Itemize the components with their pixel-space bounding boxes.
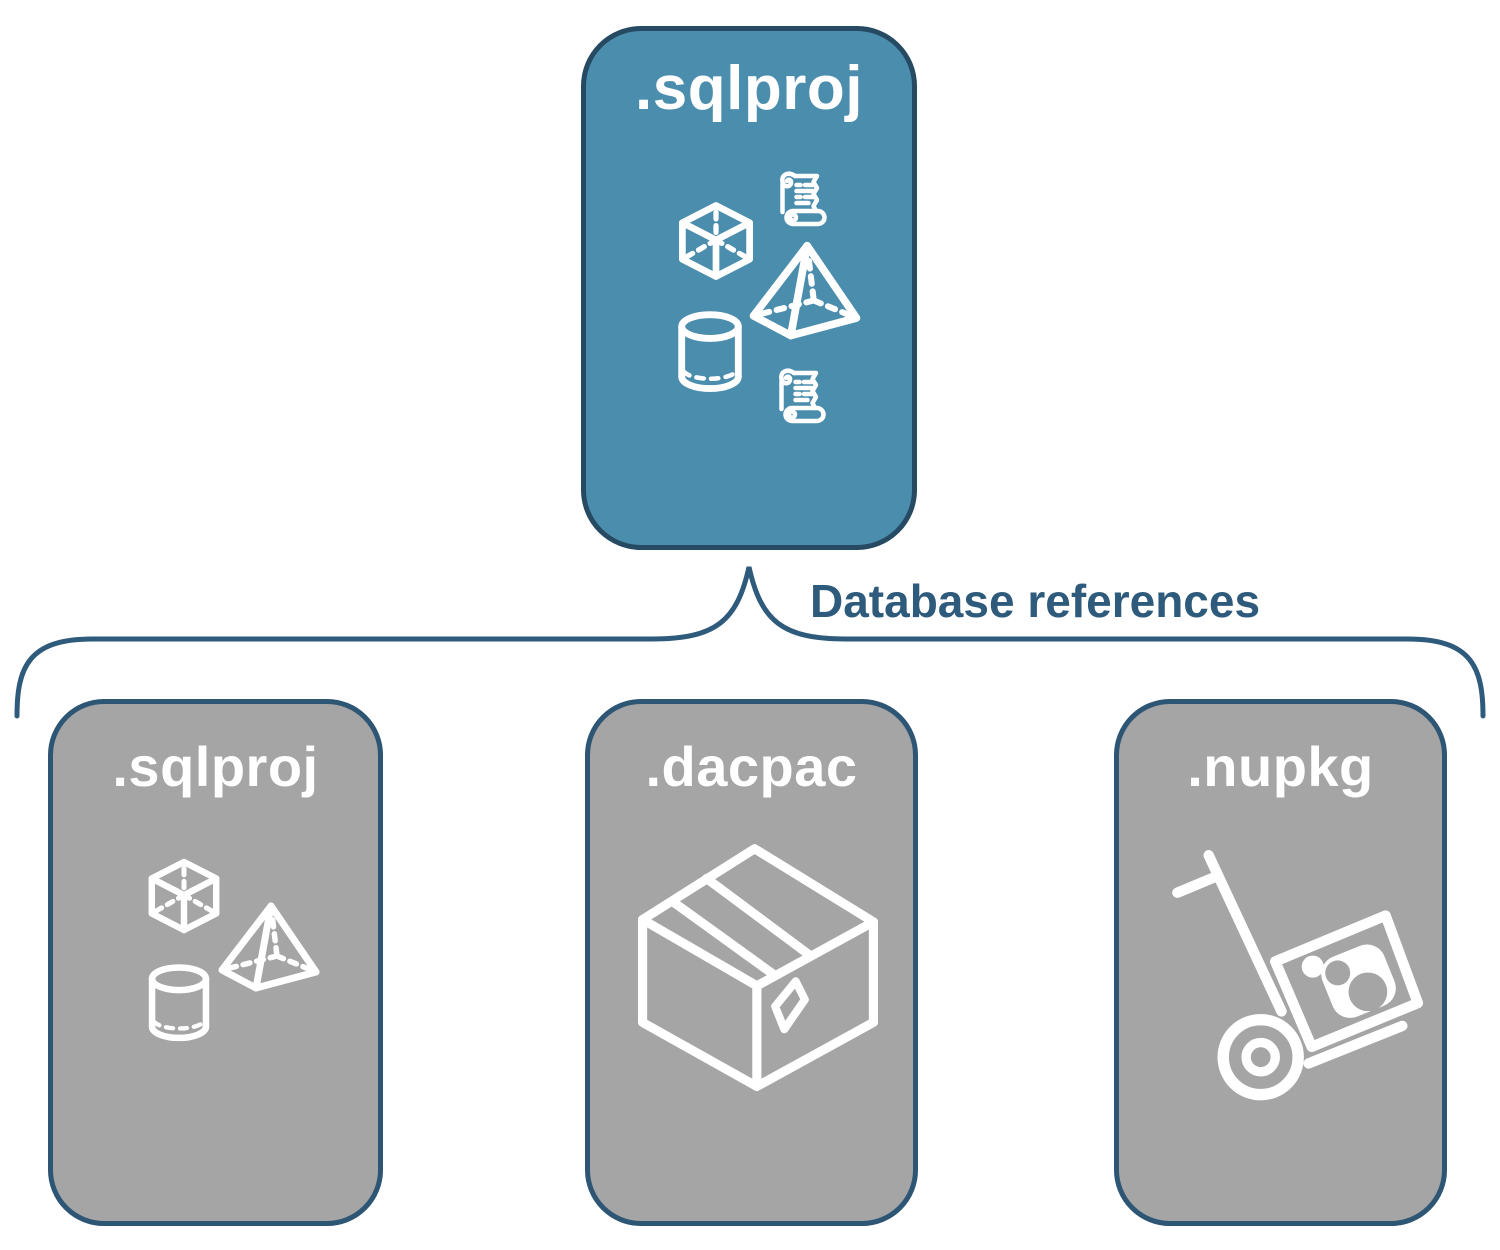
cylinder-icon [148,964,210,1042]
cube-icon [679,202,753,280]
connector-label: Database references [810,575,1261,627]
script-scroll-icon [779,368,826,424]
nuget-hand-truck-icon [1172,850,1424,1101]
root-sqlproj-card: .sqlproj [581,26,917,550]
package-box-icon [638,844,878,1091]
cylinder-icon [678,311,742,392]
cube-icon [148,858,220,934]
child-card-title: .dacpac [645,735,858,798]
child-card-title: .sqlproj [112,735,319,798]
pyramid-icon [749,241,861,340]
child-card-title: .nupkg [1187,735,1374,798]
pyramid-icon [218,902,320,992]
root-card-title: .sqlproj [635,54,863,123]
child-nupkg-card: .nupkg [1114,699,1447,1226]
child-sqlproj-card: .sqlproj [48,699,383,1226]
script-scroll-icon [780,171,827,227]
child-dacpac-card: .dacpac [585,699,918,1226]
